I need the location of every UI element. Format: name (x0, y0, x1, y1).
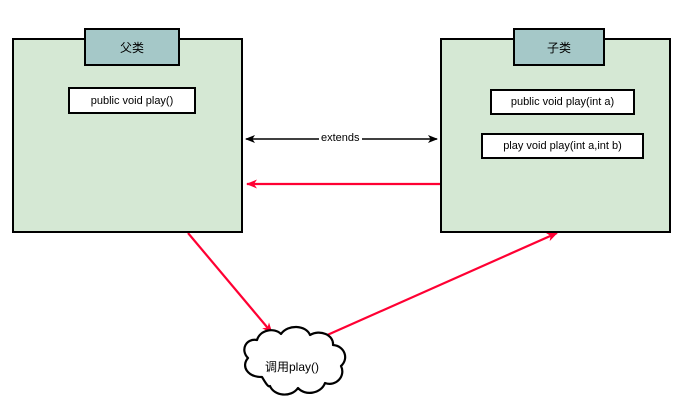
class-header-child-label: 子类 (546, 40, 571, 55)
class-header-parent-label: 父类 (119, 40, 144, 55)
class-header-parent[interactable]: 父类 (84, 28, 180, 66)
method-box-child-play-int-a[interactable]: public void play(int a) (490, 89, 635, 115)
method-box-child-play-int-a-int-b[interactable]: play void play(int a,int b) (481, 133, 644, 159)
connector-cloud-to-child (315, 231, 558, 342)
class-box-parent[interactable] (12, 38, 243, 233)
method-signature: public void play(int a) (510, 96, 615, 108)
class-header-child[interactable]: 子类 (513, 28, 605, 66)
connector-parent-to-cloud (187, 232, 273, 334)
cloud-shape (243, 325, 347, 396)
method-signature: public void play() (90, 94, 174, 107)
method-box-parent-play[interactable]: public void play() (68, 87, 196, 114)
method-signature: play void play(int a,int b) (503, 140, 622, 152)
extends-label-text: extends (321, 132, 360, 144)
cloud-label-text: 调用play() (264, 360, 319, 374)
cloud-label-call-play: 调用play() (249, 358, 335, 375)
connector-label-extends: extends (319, 132, 362, 144)
